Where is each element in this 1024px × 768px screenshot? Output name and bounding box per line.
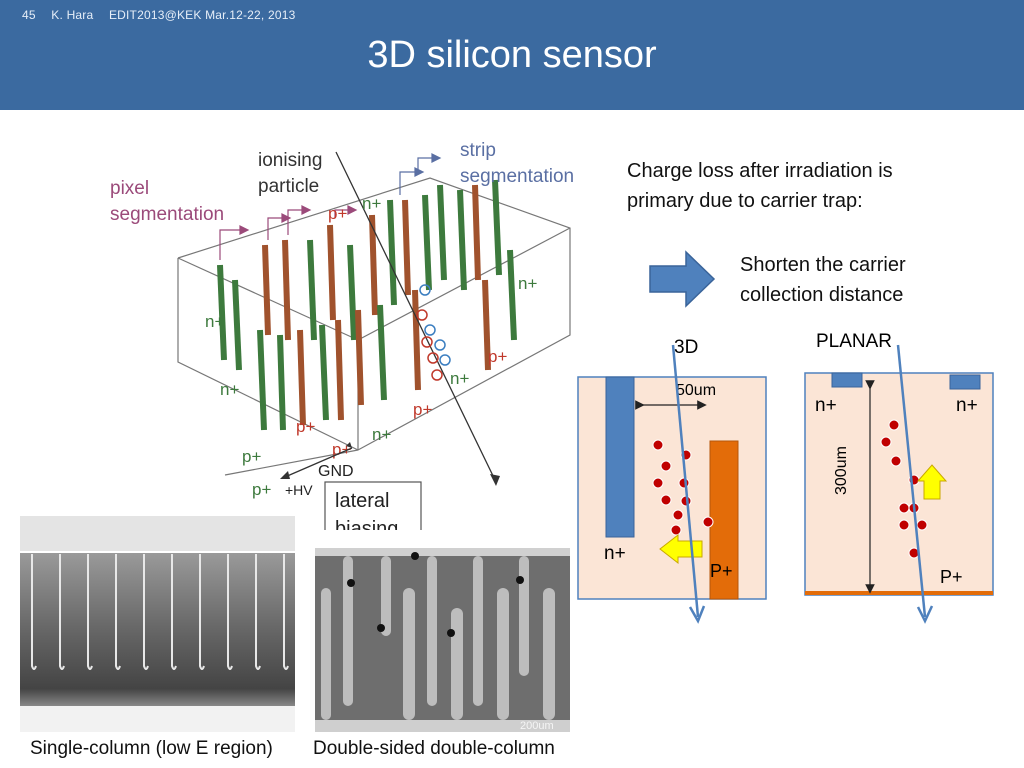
charge-loss-text: Charge loss after irradiation is primary… [627,156,893,216]
slide-header: 45 K. Hara EDIT2013@KEK Mar.12-22, 2013 … [0,0,1024,110]
slide-meta: 45 K. Hara EDIT2013@KEK Mar.12-22, 2013 [22,8,308,22]
n-column [232,279,242,371]
scale-bar-label: 200um [520,720,554,732]
p-column [402,199,411,296]
electrode-label: n+ [205,312,224,331]
p-column [335,319,344,421]
n-column [217,264,227,361]
p-electrode [805,591,993,595]
electrode-label: n+ [220,380,239,399]
n-column [319,324,329,421]
comparison-diagram: 3D 50um n+ P+ PLANAR 300um n+ n+ P+ [577,331,994,624]
p-column [327,224,336,321]
electrode-label: p+ [413,400,432,419]
3d-sensor-box [577,376,767,600]
n-column [377,304,387,401]
planar-sensor-box [804,372,994,596]
double-column-photo: 200um [315,548,570,732]
3d-particle-track [671,344,706,624]
electrode-label: p+ [242,447,261,466]
planar-n-plus-label-left: n+ [815,395,837,416]
label-3d: 3D [674,337,698,358]
charge-loss-line-2: primary due to carrier trap: [627,190,863,212]
p-column [355,309,364,406]
p-column [282,239,291,341]
electrode-label: p+ [328,204,347,223]
strip-flags [399,153,442,195]
n-column [492,179,502,276]
charge-loss-line-1: Charge loss after irradiation is [627,160,893,182]
gnd-label: GND [318,463,354,480]
p-column [472,184,481,281]
author: K. Hara [51,8,94,22]
electrode-label: n+ [362,194,381,213]
p-electrode [709,440,739,600]
n-column [457,189,467,291]
electrode-label: n+ [372,425,391,444]
shorten-line-2: collection distance [740,284,904,306]
electrode-label: p+ [488,347,507,366]
p-column [412,289,421,391]
planar-drift-arrow [916,464,948,500]
n-column [387,199,397,306]
shorten-text: Shorten the carrier collection distance [740,250,906,310]
electrode-label: p+ [296,417,315,436]
n-column [277,334,286,431]
pixel-flags [219,205,358,260]
n-column [422,194,432,291]
p-column [482,279,491,371]
shorten-line-1: Shorten the carrier [740,254,906,276]
n-electrode [605,376,635,538]
n-electrode [949,374,981,390]
n-plus-hv-label: p+ [252,480,271,499]
bias-arrow [280,442,353,479]
slide-title: 3D silicon sensor [367,34,657,76]
electrode-label: n+ [518,274,537,293]
right-arrow-icon [649,250,716,308]
charge-markers [416,284,451,381]
planar-carriers [880,419,928,559]
particle-track [335,151,500,486]
p-column [369,214,378,316]
planar-p-plus-label: P+ [940,567,963,587]
spacing-3d-label: 50um [676,382,716,399]
3d-n-plus-label: n+ [604,543,626,564]
p-column [262,244,271,336]
caption-single-column: Single-column (low E region) [30,738,273,759]
n-column [507,249,517,341]
planar-n-plus-label-right: n+ [956,395,978,416]
planar-particle-track [896,344,934,624]
thickness-planar-label: 300um [833,446,850,495]
single-column-photo [20,516,295,732]
n-column [437,184,447,281]
electrode-label: n+ [450,369,469,388]
n-electrode [831,372,863,388]
3d-p-plus-label: P+ [710,561,733,581]
caption-double-column: Double-sided double-column [313,738,555,759]
p-column [297,329,306,426]
hv-label: +HV [285,482,313,498]
slide-number: 45 [22,8,36,22]
event: EDIT2013@KEK Mar.12-22, 2013 [108,8,296,22]
n-column [257,329,267,431]
n-column [307,239,317,341]
n-column [347,244,357,341]
label-planar: PLANAR [816,331,892,352]
